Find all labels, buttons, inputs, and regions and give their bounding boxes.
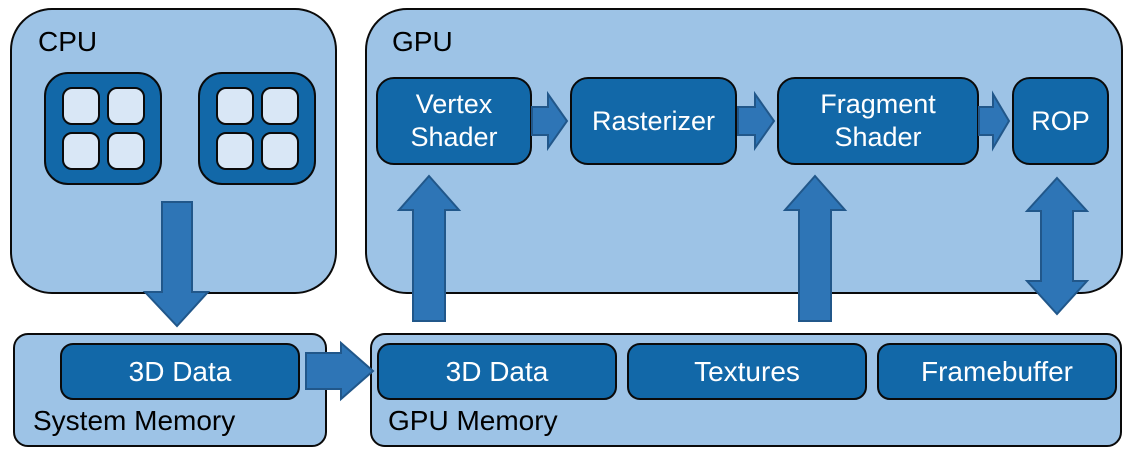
system-memory-3d-data-box: 3D Data bbox=[60, 343, 300, 400]
gpu-memory-textures-box: Textures bbox=[627, 343, 867, 400]
vertex-shader-box: Vertex Shader bbox=[376, 77, 532, 165]
rop-to-gpu-memory-arrow-bidirectional-icon bbox=[1024, 176, 1090, 316]
rop-box: ROP bbox=[1012, 77, 1109, 165]
gpu-memory-framebuffer-box: Framebuffer bbox=[877, 343, 1117, 400]
cpu-block: CPU bbox=[10, 8, 337, 294]
gpu-memory-block: 3D Data Textures Framebuffer GPU Memory bbox=[370, 333, 1122, 447]
core-cell bbox=[215, 132, 254, 170]
rasterizer-box: Rasterizer bbox=[570, 77, 737, 165]
fragment-shader-to-rop-arrow-right-icon bbox=[978, 90, 1011, 152]
core-cell bbox=[106, 132, 145, 170]
vertex-shader-to-rasterizer-arrow-right-icon bbox=[531, 90, 569, 152]
fragment-shader-box: Fragment Shader bbox=[777, 77, 979, 165]
gpu-memory-label: GPU Memory bbox=[388, 405, 558, 436]
cpu-core-icon bbox=[198, 72, 316, 185]
rasterizer-to-fragment-shader-arrow-right-icon bbox=[737, 90, 776, 152]
gpu-memory-to-fragment-shader-arrow-up-icon bbox=[782, 174, 848, 322]
core-cell bbox=[106, 87, 145, 125]
core-cell bbox=[260, 87, 299, 125]
system-memory-to-gpu-memory-arrow-right-icon bbox=[305, 340, 375, 402]
system-memory-block: 3D Data System Memory bbox=[13, 333, 327, 447]
core-cell bbox=[61, 132, 100, 170]
gpu-label: GPU bbox=[392, 26, 453, 57]
cpu-core-icon bbox=[44, 72, 162, 185]
gpu-block: GPU Vertex Shader Rasterizer Fragment Sh… bbox=[365, 8, 1123, 294]
core-cell bbox=[215, 87, 254, 125]
gpu-memory-3d-data-box: 3D Data bbox=[377, 343, 617, 400]
core-cell bbox=[61, 87, 100, 125]
gpu-memory-to-vertex-shader-arrow-up-icon bbox=[396, 174, 462, 322]
core-cell bbox=[260, 132, 299, 170]
cpu-label: CPU bbox=[38, 26, 98, 57]
system-memory-label: System Memory bbox=[33, 405, 236, 436]
cpu-to-system-memory-arrow-down-icon bbox=[142, 201, 211, 328]
